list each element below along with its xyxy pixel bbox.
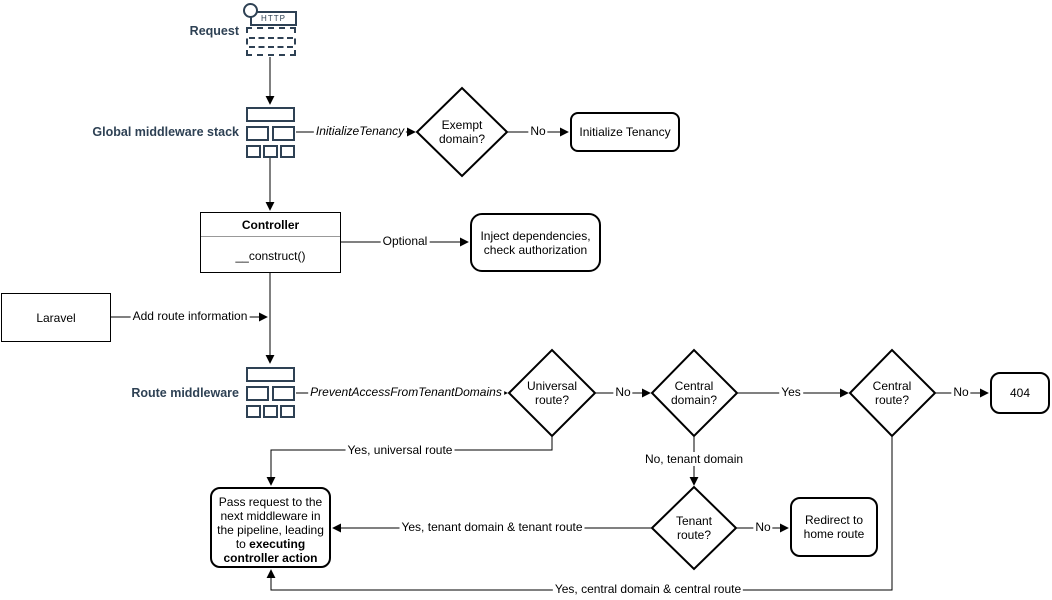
edge-label-tenant-domain-no: No, tenant domain bbox=[642, 452, 746, 466]
edge-label-add-route-information: Add route information bbox=[130, 309, 250, 323]
stack-cell bbox=[246, 126, 269, 141]
stack-cell bbox=[246, 107, 295, 122]
edge-label-universal-no: No bbox=[613, 385, 633, 399]
edge-label-central-domain-yes: Yes bbox=[779, 385, 803, 399]
global-middleware-stack-icon bbox=[245, 106, 297, 158]
stack-cell bbox=[280, 145, 295, 158]
edge-label-universal-yes: Yes, universal route bbox=[345, 443, 455, 457]
route-middleware-label: Route middleware bbox=[131, 386, 239, 400]
edge-label-central-yes: Yes, central domain & central route bbox=[552, 582, 744, 596]
stack-cell bbox=[272, 126, 295, 141]
universal-route-label: Universal route? bbox=[526, 379, 577, 407]
tenant-route-diamond bbox=[650, 485, 738, 571]
http-badge: HTTP bbox=[250, 11, 297, 26]
edge-label-initialize-tenancy: InitializeTenancy bbox=[313, 124, 407, 138]
request-dashed-line bbox=[249, 37, 293, 39]
laravel-node: Laravel bbox=[1, 293, 111, 342]
request-dashed-line bbox=[249, 46, 293, 48]
edge-label-exempt-no: No bbox=[528, 124, 548, 138]
stack-cell bbox=[246, 386, 269, 401]
edge-label-prevent-access: PreventAccessFromTenantDomains bbox=[308, 385, 504, 399]
inject-dependencies-node: Inject dependencies, check authorization bbox=[470, 213, 601, 272]
stack-cell bbox=[246, 405, 261, 418]
controller-method: __construct() bbox=[235, 248, 306, 263]
exempt-domain-label: Exempt domain? bbox=[438, 118, 486, 146]
not-found-node: 404 bbox=[990, 372, 1050, 414]
tenant-route-label: Tenant route? bbox=[675, 514, 713, 542]
stack-cell bbox=[263, 405, 278, 418]
controller-node: Controller __construct() bbox=[200, 212, 341, 273]
edge-label-optional: Optional bbox=[380, 234, 430, 248]
pass-request-text: Pass request to the next middleware in t… bbox=[217, 495, 324, 551]
stack-cell bbox=[280, 405, 295, 418]
exempt-domain-diamond bbox=[415, 86, 509, 178]
edge-label-tenant-route-no: No bbox=[753, 520, 773, 534]
stack-cell bbox=[263, 145, 278, 158]
central-domain-label: Central domain? bbox=[670, 379, 718, 407]
central-domain-diamond bbox=[650, 348, 739, 438]
global-middleware-label: Global middleware stack bbox=[92, 125, 239, 139]
stack-cell bbox=[272, 386, 295, 401]
route-middleware-stack-icon bbox=[245, 366, 297, 418]
controller-title: Controller bbox=[201, 213, 340, 237]
request-dashed-body-icon bbox=[246, 27, 296, 56]
stack-cell bbox=[246, 367, 295, 382]
http-badge-label: HTTP bbox=[261, 14, 286, 23]
universal-route-diamond bbox=[507, 348, 597, 438]
pass-request-node: Pass request to the next middleware in t… bbox=[210, 487, 331, 568]
central-route-label: Central route? bbox=[872, 379, 912, 407]
http-request-icon: HTTP bbox=[243, 3, 297, 57]
central-route-diamond bbox=[848, 348, 937, 438]
request-circle-icon bbox=[243, 3, 258, 18]
request-label: Request bbox=[189, 24, 239, 38]
pass-request-bold-text: executing controller action bbox=[223, 537, 318, 565]
redirect-home-node: Redirect to home route bbox=[790, 497, 878, 557]
initialize-tenancy-node: Initialize Tenancy bbox=[570, 112, 680, 152]
edge-label-tenant-yes: Yes, tenant domain & tenant route bbox=[399, 520, 585, 534]
edge-label-central-route-no: No bbox=[951, 385, 971, 399]
stack-cell bbox=[246, 145, 261, 158]
